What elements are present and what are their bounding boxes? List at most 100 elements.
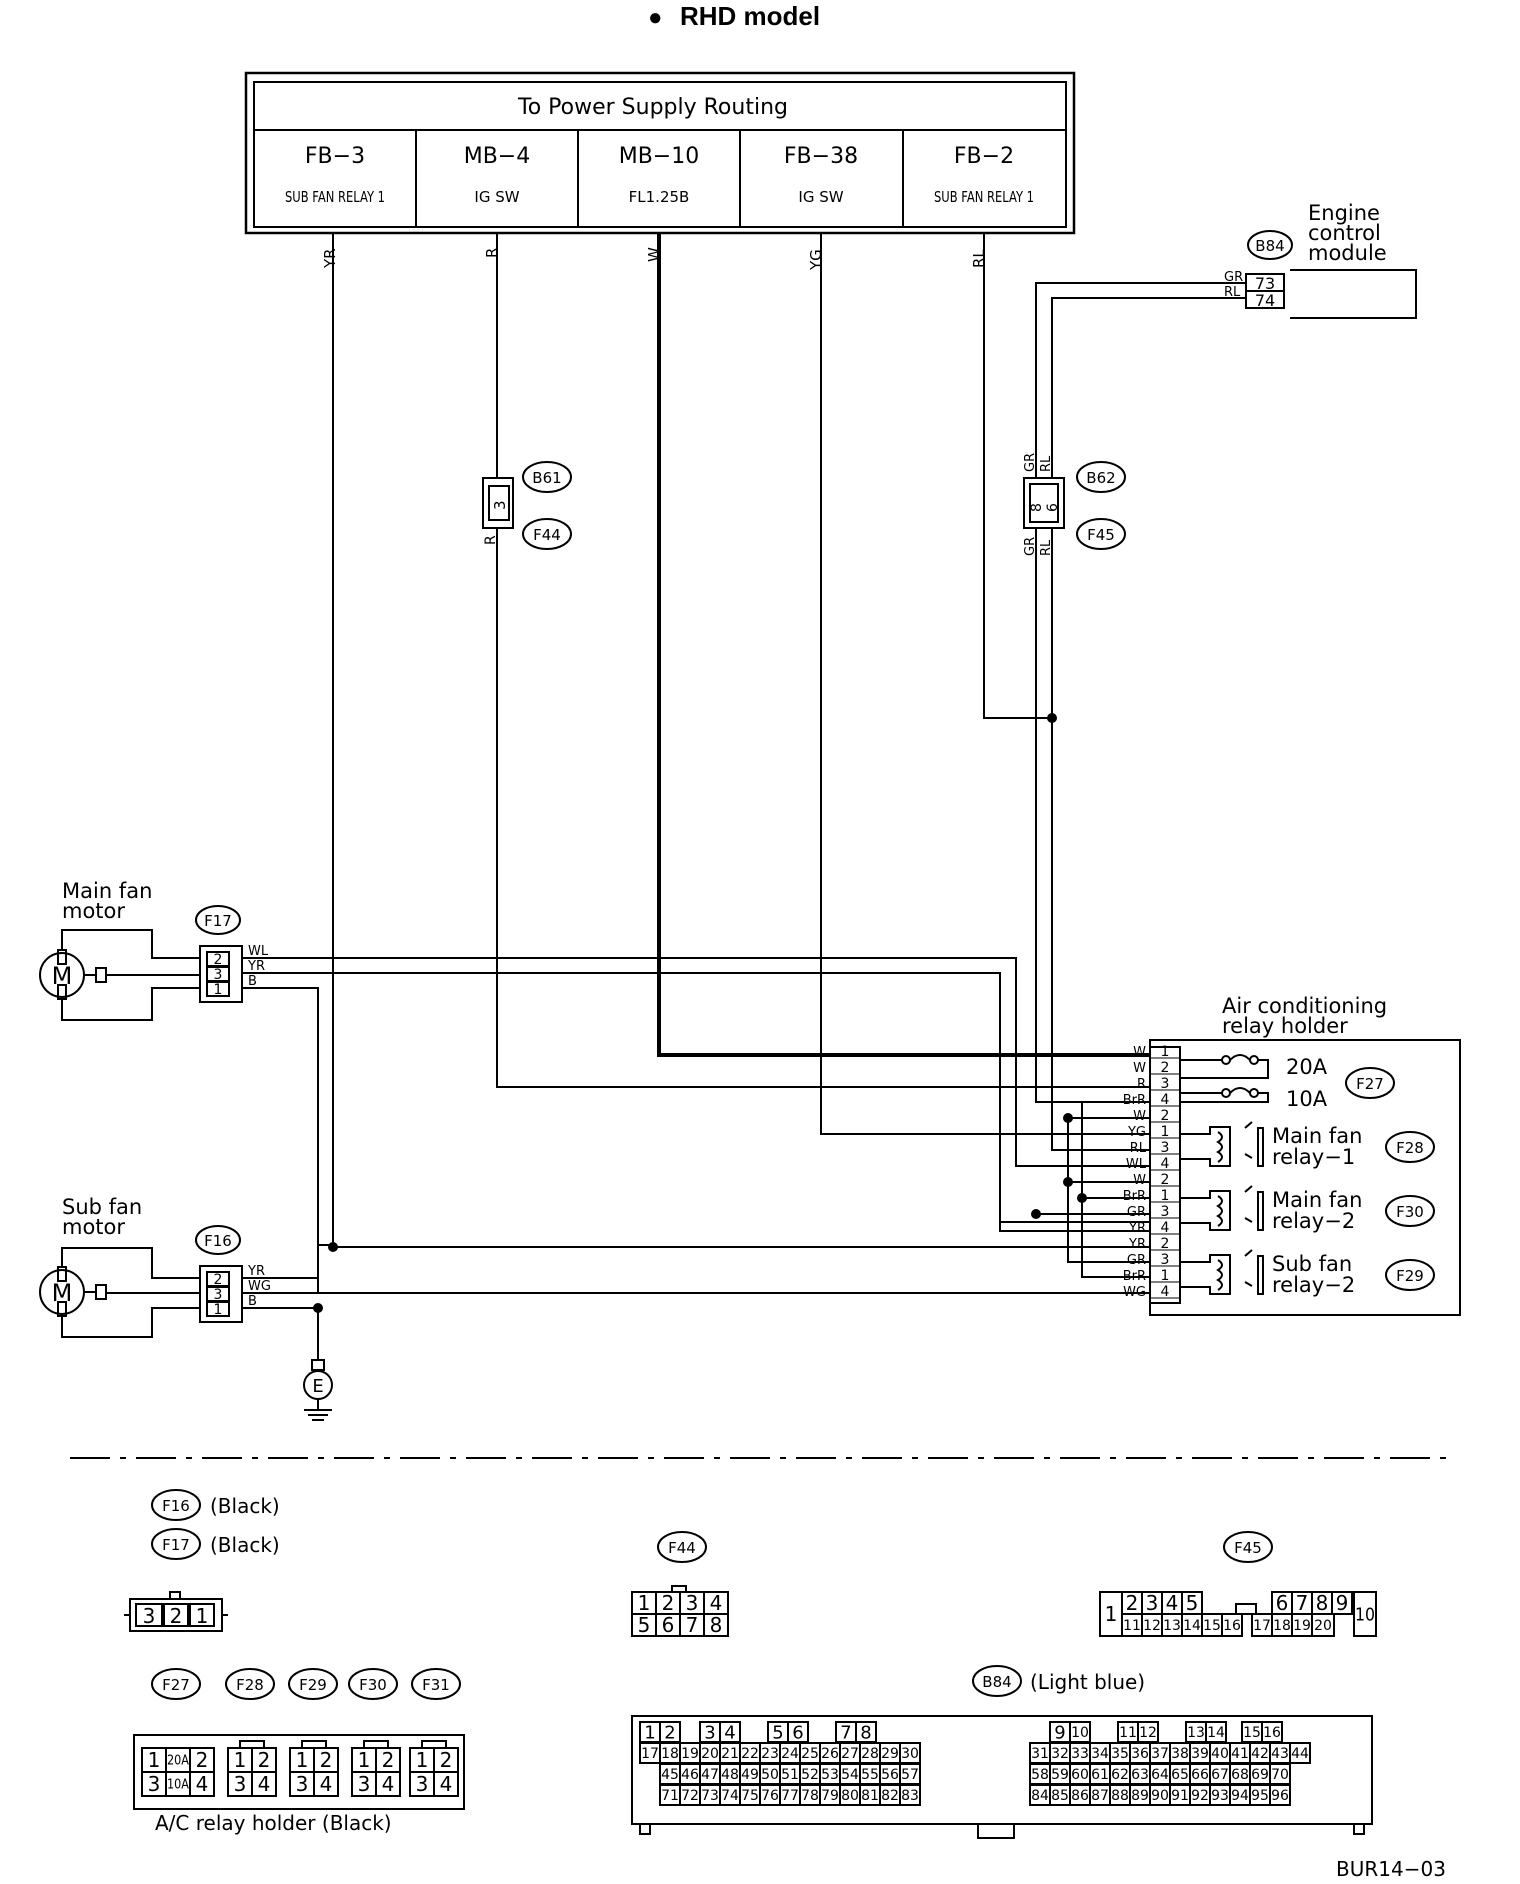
relay-wire-label: YR <box>1128 1221 1146 1236</box>
b84-pin: 88 <box>1111 1788 1129 1804</box>
b84-pin: 40 <box>1211 1746 1229 1762</box>
junction-dots <box>313 713 1087 1313</box>
legend-relay-pin: 4 <box>320 1772 333 1796</box>
b84-pin: 76 <box>761 1788 779 1804</box>
f17-pin-1: 1 <box>214 982 223 998</box>
b61-pin: 3 <box>491 500 509 510</box>
legend-fuse-pin: 1 <box>148 1748 161 1772</box>
relay-symbols <box>1180 1121 1264 1295</box>
f27-tag <box>1345 1067 1395 1099</box>
f27-tag-text: F27 <box>1356 1075 1384 1093</box>
wire-yg <box>820 233 1150 1135</box>
b84-pin: 28 <box>861 1746 879 1762</box>
title-bullet: ● <box>648 4 663 31</box>
legend-fuse-pin: 2 <box>196 1748 209 1772</box>
f17-wire-yr: YR <box>247 959 265 974</box>
main-fan-motor-symbol <box>39 929 200 1021</box>
f45-latch <box>1235 1603 1257 1615</box>
sub-fan-label-1: Sub fan <box>62 1195 142 1219</box>
f45-pin: 1 <box>1105 1602 1118 1626</box>
legend-relay-pin: 3 <box>416 1772 429 1796</box>
b84-foot-right <box>1353 1823 1365 1835</box>
legend-relay-pin: 2 <box>382 1748 395 1772</box>
b84-pin: 5 <box>772 1722 783 1743</box>
b62-connector <box>1023 477 1065 529</box>
f44-tag-text: F44 <box>533 526 561 544</box>
b84-pin: 94 <box>1231 1788 1249 1804</box>
legend-f16-tag <box>151 1489 201 1521</box>
f45-pin: 8 <box>1316 1591 1329 1615</box>
b84-pin: 15 <box>1243 1725 1261 1741</box>
b84-pin: 58 <box>1031 1767 1049 1783</box>
relay-wire-label: W <box>1133 1173 1146 1188</box>
relay-wire-label: GR <box>1127 1253 1146 1268</box>
b84-pin-box <box>899 1784 921 1806</box>
fuse-20a: 20A <box>1286 1055 1328 1079</box>
ecm-label-1: Engine <box>1308 201 1380 225</box>
relay-wire-label: WL <box>1126 1157 1147 1172</box>
relay-wire-label: R <box>1137 1077 1146 1092</box>
f45-pin: 20 <box>1314 1618 1332 1634</box>
b84-pin: 45 <box>661 1767 679 1783</box>
legend-relay-tag-text: F28 <box>236 1676 264 1694</box>
relay-pin-number: 4 <box>1161 1220 1170 1236</box>
b84-pin: 47 <box>701 1767 719 1783</box>
b84-pin: 63 <box>1131 1767 1149 1783</box>
f16-wire-yr: YR <box>247 1264 265 1279</box>
legend-relay-latch <box>421 1740 447 1749</box>
legend-relay-tag-text: F27 <box>162 1676 190 1694</box>
f45-pin: 5 <box>1186 1591 1199 1615</box>
b84-pin: 36 <box>1131 1746 1149 1762</box>
f45-pin: 14 <box>1183 1618 1201 1634</box>
b84-pin: 22 <box>741 1746 759 1762</box>
b61-wire-r: R <box>483 535 499 545</box>
b62-wire-gr-bottom: GR <box>1023 537 1038 556</box>
legend-f16-tag-text: F16 <box>162 1497 190 1515</box>
relay-wire-label: GR <box>1127 1205 1146 1220</box>
f45-pin: 10 <box>1355 1604 1375 1625</box>
b84-pin: 7 <box>840 1722 851 1743</box>
relay-wire-label: WG <box>1123 1285 1146 1300</box>
legend-relay-pin: 4 <box>440 1772 453 1796</box>
relay-holder-box <box>1149 1039 1461 1316</box>
legend-relay-tag <box>225 1668 275 1700</box>
ecm-label-3: module <box>1308 241 1387 265</box>
wire-w <box>657 233 1150 1057</box>
b84-pin: 55 <box>861 1767 879 1783</box>
legend-fuse-pin: 20A <box>167 1754 189 1769</box>
f45-tag <box>1076 518 1126 550</box>
relay-wire-label: W <box>1133 1045 1146 1060</box>
b84-pin: 91 <box>1171 1788 1189 1804</box>
b84-pin: 78 <box>801 1788 819 1804</box>
b84-pin: 29 <box>881 1746 899 1762</box>
f28-tag <box>1385 1131 1435 1163</box>
relay-pin-number: 3 <box>1161 1140 1170 1156</box>
legend-f17-tag-text: F17 <box>162 1536 190 1554</box>
f16-connector <box>199 1265 243 1323</box>
sub-fan-motor-symbol <box>39 1247 200 1338</box>
f44-pin: 1 <box>638 1591 651 1615</box>
b84-pin: 64 <box>1151 1767 1169 1783</box>
legend-f44-tag-text: F44 <box>668 1539 696 1557</box>
legend-fan-connector <box>124 1591 228 1632</box>
b84-pin: 37 <box>1151 1746 1169 1762</box>
relay-pin-number: 2 <box>1161 1060 1170 1076</box>
legend-relay-holder-outline <box>133 1734 465 1810</box>
relay-wire-label: BrR <box>1123 1189 1146 1204</box>
b84-pin: 34 <box>1091 1746 1109 1762</box>
b84-pin: 20 <box>701 1746 719 1762</box>
fuse-10a: 10A <box>1286 1087 1328 1111</box>
wire-sub-b <box>240 1307 319 1343</box>
legend-relay-pin: 4 <box>258 1772 271 1796</box>
f44-pin: 8 <box>710 1613 723 1637</box>
b84-pin: 30 <box>901 1746 919 1762</box>
f44-pin: 2 <box>662 1591 675 1615</box>
b84-pin: 32 <box>1051 1746 1069 1762</box>
legend-relay-tag <box>151 1668 201 1700</box>
b84-pin: 79 <box>821 1788 839 1804</box>
b84-pin: 9 <box>1054 1722 1065 1743</box>
f29-tag <box>1385 1259 1435 1291</box>
b84-pin: 2 <box>664 1722 675 1743</box>
page-title: RHD model <box>680 1 820 31</box>
